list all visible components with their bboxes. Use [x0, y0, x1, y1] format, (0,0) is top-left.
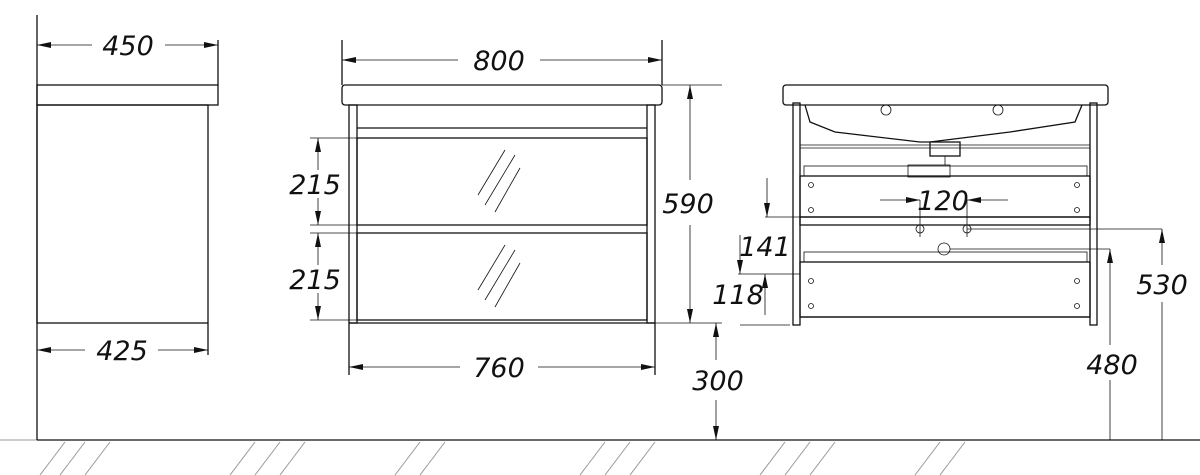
- floor-hatch-line: [809, 441, 836, 475]
- dim-side-top-depth: 450: [102, 31, 154, 62]
- floor-hatch-line: [759, 441, 786, 475]
- floor-hatch-line: [279, 441, 306, 475]
- floor-hatch-line: [579, 441, 606, 475]
- dim-total-height: 590: [662, 189, 714, 220]
- floor-hatch-line: [604, 441, 631, 475]
- floor-hatch-line: [419, 441, 446, 475]
- floor-hatch-line: [939, 441, 966, 475]
- dim-lower-offset: 118: [712, 280, 764, 311]
- floor-hatch-line: [629, 441, 656, 475]
- dim-front-top-width: 800: [473, 46, 525, 77]
- dim-drawer-bottom-height: 215: [289, 265, 341, 296]
- dim-side-cabinet-depth: 425: [96, 336, 148, 367]
- floor-hatch-line: [229, 441, 256, 475]
- floor-hatch-line: [39, 441, 66, 475]
- dim-drain-height: 480: [1086, 350, 1138, 381]
- drawer-bottom: [356, 232, 648, 321]
- dim-upper-offset: 141: [739, 232, 791, 263]
- floor-hatch-line: [254, 441, 281, 475]
- dim-inlet-height: 530: [1136, 270, 1188, 301]
- dim-drawer-top-height: 215: [289, 170, 341, 201]
- dim-hole-spacing: 120: [917, 186, 969, 217]
- floor-hatch-line: [394, 441, 421, 475]
- floor-line: [0, 439, 1200, 475]
- floor-hatch-line: [784, 441, 811, 475]
- floor-hatch-line: [914, 441, 941, 475]
- floor-hatch-line: [84, 441, 111, 475]
- floor-hatch-line: [59, 441, 86, 475]
- back-view: 120 141 118 530 480: [712, 84, 1188, 440]
- side-view: 450 425: [36, 15, 219, 440]
- dim-floor-clearance: 300: [692, 366, 744, 397]
- dim-front-cabinet-width: 760: [473, 353, 525, 384]
- front-view: 800 760 215 215 590 300: [289, 40, 744, 440]
- drawer-top: [356, 137, 648, 226]
